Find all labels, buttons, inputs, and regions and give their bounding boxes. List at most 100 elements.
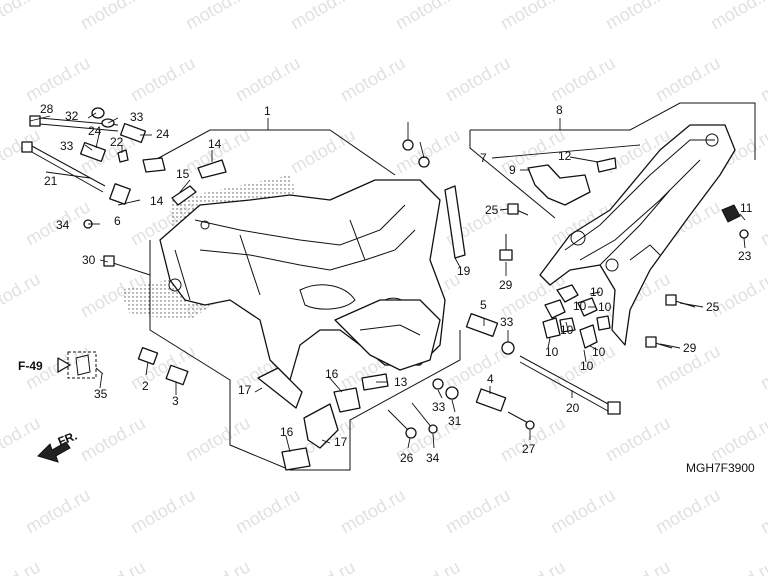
watermark-text: motod.ru [602,0,674,33]
frame-group-top [154,129,396,176]
watermark-text: motod.ru [77,557,149,576]
callout-17b: 17 [334,435,348,449]
callout-23a: 24 [88,124,102,138]
watermark-text: motod.ru [77,413,149,466]
main-frame [159,179,446,381]
callout-29: 30 [82,253,96,267]
rear-subframe [539,124,736,346]
callout-2: 2 [142,379,149,393]
watermark-text: motod.ru [77,0,149,33]
subframe-group-box-top [470,102,756,160]
watermark-text: motod.ru [127,341,199,394]
callout-5: 5 [480,298,487,312]
watermark-text: motod.ru [497,0,569,33]
callout-31: 32 [65,109,79,123]
callout-24b: 25 [706,300,720,314]
watermark-text: motod.ru [0,0,44,33]
leader-lines [29,112,746,453]
watermark-text: motod.ru [707,557,768,576]
watermark-text: motod.ru [337,485,409,538]
callout-27: 28 [40,102,54,116]
callout-26: 27 [522,442,536,456]
watermark-text: motod.ru [442,485,514,538]
watermark-text: motod.ru [287,0,359,33]
callout-10c: 10 [598,300,612,314]
callout-11: 11 [740,201,753,215]
watermark-text: motod.ru [707,0,768,33]
callout-10f: 10 [592,345,606,359]
watermark-text: motod.ru [182,0,254,33]
watermark-text: motod.ru [392,557,464,576]
callout-10e: 10 [545,345,559,359]
callout-1: 1 [264,104,271,118]
watermark-text: motod.ru [392,125,464,178]
watermark-text: motod.ru [182,557,254,576]
watermark-text: motod.ru [547,485,619,538]
callout-3: 3 [172,394,179,408]
watermark-text: motod.ru [392,0,464,33]
callout-21: 22 [110,135,124,149]
callout-15: 15 [176,167,190,181]
watermark-text: motod.ru [22,53,94,106]
watermark-text: motod.ru [287,125,359,178]
rubber-pads-10 [542,284,611,349]
watermark-text: motod.ru [127,53,199,106]
callout-10d: 10 [560,323,574,337]
watermark-text: motod.ru [442,53,514,106]
watermark-text: motod.ru [232,485,304,538]
callout-22: 23 [738,249,752,263]
callout-33a: 34 [56,218,70,232]
watermark-text: motod.ru [757,53,768,106]
watermark-text: motod.ru [497,413,569,466]
callout-12: 12 [558,149,572,163]
long-bolts [21,115,621,415]
callout-34: 35 [94,387,108,401]
ref-f49-group [57,351,104,379]
callout-33b: 34 [426,451,440,465]
pads-14-15 [142,157,227,206]
callout-14a: 14 [208,137,222,151]
front-label: FR. [56,429,79,449]
callout-30: 31 [448,414,462,428]
watermark-text: motod.ru [0,557,44,576]
callout-4: 4 [487,372,494,386]
watermark-text: motod.ru [337,53,409,106]
part-11 [721,204,741,223]
callout-19: 20 [566,401,580,415]
watermark-text: motod.ru [497,557,569,576]
frame-group-box [149,240,461,471]
bracket-part-9 [527,164,591,206]
watermark-text: motod.ru [182,413,254,466]
callout-17a: 17 [238,383,252,397]
callout-8: 8 [556,103,563,117]
subframe-group-box-left [469,130,556,219]
callout-32c: 33 [500,315,514,329]
callout-32d: 33 [432,400,446,414]
ref-f49-label: F-49 [18,359,43,373]
watermark-text: motod.ru [232,53,304,106]
small-hardware [79,107,749,439]
watermark-text: motod.ru [0,269,44,322]
watermark-text: motod.ru [602,413,674,466]
watermark-text: motod.ru [287,557,359,576]
watermark-text: motod.ru [757,197,768,250]
diagram-code: MGH7F3900 [686,461,755,475]
callout-20: 21 [44,174,58,188]
pads-13-16-17 [257,367,389,471]
callout-10a: 10 [590,285,604,299]
watermark-text: motod.ru [707,413,768,466]
callout-28b: 29 [683,341,697,355]
watermark-text: motod.ru [0,413,44,466]
front-arrow-icon [37,441,71,463]
callout-25: 26 [400,451,414,465]
callout-24a: 25 [485,203,499,217]
callout-32b: 33 [60,139,74,153]
callout-7: 7 [480,151,487,165]
callout-10b: 10 [573,299,587,313]
callout-13: 13 [394,375,408,389]
callout-16a: 16 [325,367,339,381]
callout-9: 9 [509,163,516,177]
trim-strip-18 [444,185,466,259]
watermark-text: motod.ru [652,485,724,538]
